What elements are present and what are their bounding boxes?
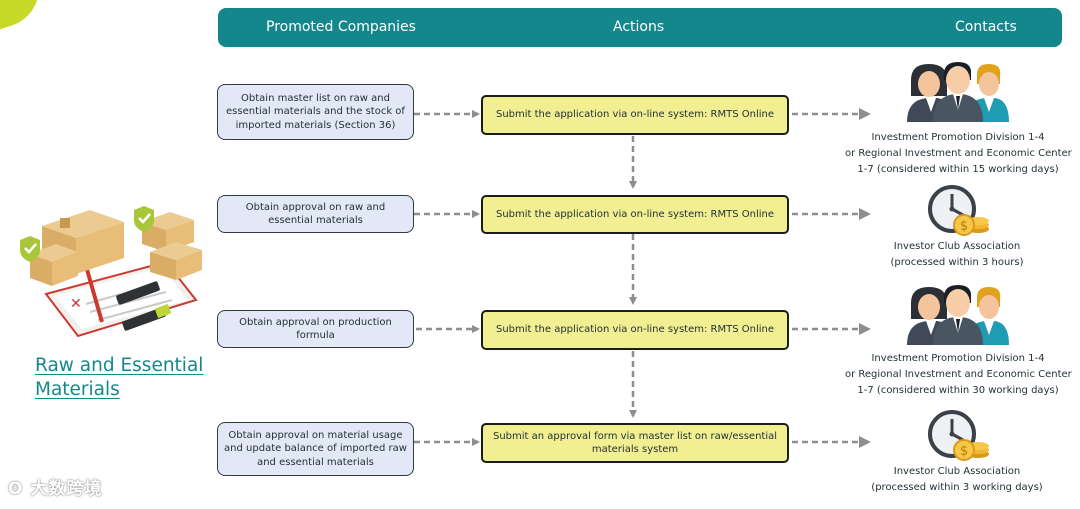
watermark: ʘ 大数跨境 — [8, 474, 102, 499]
section-title-text: Raw and Essential Materials — [35, 355, 204, 400]
contact-line: or Regional Investment and Economic Cent… — [845, 148, 1072, 159]
contact-text-4: Investor Club Association (processed wit… — [866, 464, 1048, 496]
boxes-and-documents-icon: ✕ — [20, 206, 202, 338]
action-step-1: Submit the application via on-line syste… — [481, 95, 789, 135]
action-step-4: Submit an approval form via master list … — [481, 423, 789, 463]
svg-text:$: $ — [960, 444, 968, 459]
contact-text-1: Investment Promotion Division 1-4 or Reg… — [845, 130, 1072, 178]
header-promoted-companies: Promoted Companies — [266, 19, 416, 35]
company-step-4: Obtain approval on material usage and up… — [217, 422, 414, 476]
section-title: Raw and Essential Materials — [35, 354, 205, 402]
action-step-3: Submit the application via on-line syste… — [481, 310, 789, 350]
company-step-3: Obtain approval on production formula — [217, 310, 414, 348]
contact-text-2: Investor Club Association (processed wit… — [872, 239, 1042, 271]
contact-line: 1-7 (considered within 15 working days) — [857, 164, 1059, 175]
watermark-text: 大数跨境 — [30, 479, 103, 499]
contact-line: or Regional Investment and Economic Cent… — [845, 369, 1072, 380]
svg-text:✕: ✕ — [70, 296, 82, 312]
contact-line: Investor Club Association — [893, 241, 1021, 252]
company-step-1: Obtain master list on raw and essential … — [217, 84, 414, 140]
contact-line: Investment Promotion Division 1-4 — [871, 132, 1045, 143]
clock-coins-icon: $ — [928, 410, 989, 461]
header-bar: Promoted Companies Actions Contacts — [218, 8, 1062, 47]
people-group-icon — [907, 285, 1009, 345]
svg-text:$: $ — [960, 219, 968, 234]
people-group-icon — [907, 62, 1009, 122]
contact-line: (processed within 3 hours) — [890, 257, 1024, 268]
watermark-logo-icon: ʘ — [8, 479, 31, 499]
header-contacts: Contacts — [955, 19, 1017, 35]
company-step-2: Obtain approval on raw and essential mat… — [217, 195, 414, 233]
header-actions: Actions — [613, 19, 665, 35]
clock-coins-icon: $ — [928, 185, 989, 236]
contact-text-3: Investment Promotion Division 1-4 or Reg… — [845, 351, 1072, 399]
contact-line: Investment Promotion Division 1-4 — [871, 353, 1045, 364]
contact-line: (processed within 3 working days) — [871, 482, 1043, 493]
action-step-2: Submit the application via on-line syste… — [481, 195, 789, 234]
contact-line: Investor Club Association — [893, 466, 1021, 477]
contact-line: 1-7 (considered within 30 working days) — [857, 385, 1059, 396]
